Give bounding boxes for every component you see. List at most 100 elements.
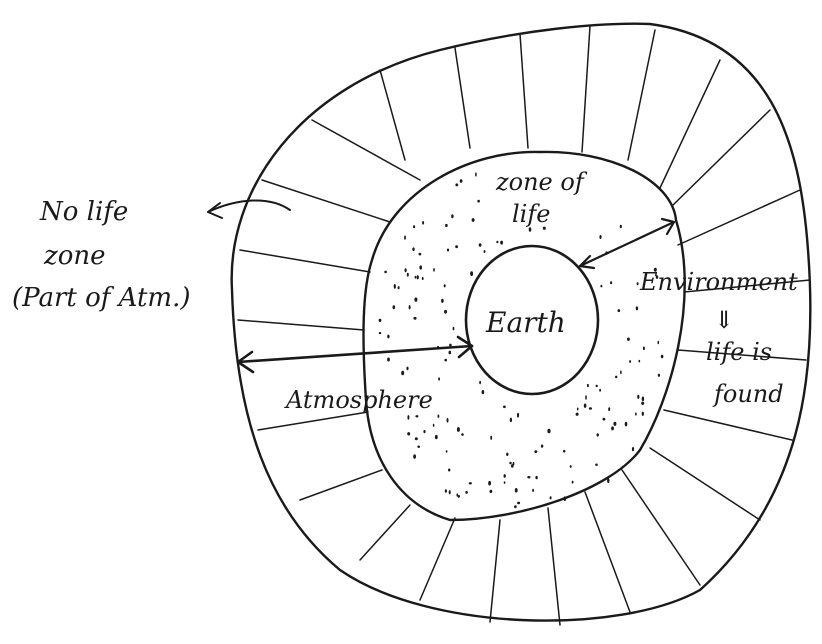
stipple-dot bbox=[422, 221, 424, 225]
stipple-dot bbox=[595, 464, 598, 466]
hatch-line bbox=[672, 110, 770, 206]
hatch-line bbox=[650, 448, 760, 520]
hatch-line bbox=[678, 190, 800, 245]
hatch-line bbox=[258, 412, 368, 430]
stipple-dot bbox=[401, 371, 404, 376]
stipple-dot bbox=[398, 286, 400, 289]
stipple-dot bbox=[479, 381, 481, 384]
stipple-dot bbox=[422, 277, 424, 280]
no-life-label-line2: zone bbox=[43, 241, 105, 271]
stipple-dot bbox=[627, 338, 630, 341]
stipple-dot bbox=[490, 436, 492, 440]
stipple-dot bbox=[608, 407, 610, 411]
stipple-dot bbox=[504, 481, 506, 484]
hatch-line bbox=[420, 518, 455, 600]
stipple-dot bbox=[563, 450, 565, 453]
stipple-dot bbox=[547, 429, 550, 434]
stipple-dot bbox=[504, 474, 506, 478]
stipple-dot bbox=[570, 465, 572, 468]
no-life-label-line3: (Part of Atm.) bbox=[12, 283, 190, 313]
stipple-dot bbox=[599, 235, 601, 239]
stipple-dot bbox=[642, 412, 644, 416]
stipple-dot bbox=[451, 214, 453, 218]
zone-of-life-label-line2: life bbox=[512, 200, 550, 228]
stipple-dot bbox=[433, 424, 435, 427]
stipple-dot bbox=[527, 476, 530, 478]
stipple-dot bbox=[572, 481, 574, 484]
stipple-dot bbox=[407, 432, 410, 435]
stipple-dot bbox=[469, 482, 472, 484]
stipple-dot bbox=[603, 418, 606, 421]
stipple-dot bbox=[490, 490, 493, 493]
stipple-dot bbox=[643, 347, 645, 351]
stipple-dot bbox=[449, 490, 451, 494]
stipple-dot bbox=[455, 183, 458, 186]
stipple-dot bbox=[534, 450, 537, 453]
stipple-dot bbox=[384, 271, 387, 274]
stipple-dot bbox=[636, 306, 638, 310]
stipple-dot bbox=[637, 282, 639, 285]
stipple-dot bbox=[444, 359, 447, 362]
stipple-dot bbox=[620, 225, 622, 228]
stipple-dot bbox=[419, 265, 422, 269]
hatch-line bbox=[582, 26, 590, 152]
earth-label: Earth bbox=[485, 306, 566, 339]
stipple-dot bbox=[435, 435, 438, 439]
stipple-dot bbox=[446, 450, 448, 452]
stipple-dot bbox=[510, 418, 512, 423]
stipple-dot bbox=[477, 200, 480, 203]
stipple-dot bbox=[585, 395, 587, 400]
stipple-dot bbox=[406, 367, 408, 371]
no-life-label-line1: No life bbox=[39, 197, 128, 227]
stipple-dot bbox=[448, 469, 450, 472]
stipple-dot bbox=[413, 454, 416, 458]
hatch-line bbox=[312, 120, 420, 180]
stipple-dot bbox=[629, 360, 631, 363]
stipple-dot bbox=[447, 418, 449, 423]
stipple-dot bbox=[599, 389, 601, 392]
stipple-dot bbox=[607, 478, 609, 483]
stipple-dot bbox=[415, 437, 418, 440]
stipple-dot bbox=[423, 430, 425, 433]
hatch-line bbox=[664, 410, 792, 440]
stipple-dot bbox=[658, 341, 660, 344]
stipple-dot bbox=[379, 319, 382, 322]
stipple-dot bbox=[535, 476, 537, 479]
stipple-dot bbox=[379, 332, 381, 334]
stipple-dot bbox=[407, 415, 409, 420]
stipple-dot bbox=[458, 495, 460, 498]
hatch-line bbox=[238, 320, 364, 330]
hatch-line bbox=[548, 508, 560, 625]
stipple-dot bbox=[564, 496, 567, 501]
stipple-dot bbox=[509, 462, 511, 465]
stipple-dot bbox=[419, 253, 422, 256]
stipple-dot bbox=[444, 284, 446, 287]
stipple-dot bbox=[661, 355, 664, 358]
stipple-dot bbox=[517, 413, 519, 418]
stipple-dot bbox=[453, 327, 455, 331]
hatch-line bbox=[520, 34, 528, 148]
stipple-dot bbox=[444, 310, 447, 314]
hatch-line bbox=[300, 470, 382, 500]
stipple-dot bbox=[596, 385, 598, 387]
stipple-dot bbox=[506, 453, 508, 456]
stipple-dot bbox=[412, 247, 414, 251]
down-arrow-glyph: ⇓ bbox=[714, 306, 734, 334]
stipple-dot bbox=[387, 358, 390, 362]
stipple-dot bbox=[488, 481, 491, 486]
stipple-dot bbox=[532, 489, 534, 492]
stipple-dot bbox=[413, 317, 416, 320]
stipple-dot bbox=[550, 496, 552, 499]
stipple-dot bbox=[484, 250, 486, 253]
stipple-dot bbox=[642, 397, 644, 402]
stipple-dot bbox=[433, 268, 435, 272]
stipple-dot bbox=[449, 351, 452, 355]
stipple-dot bbox=[445, 489, 447, 492]
stipple-dot bbox=[405, 268, 407, 272]
life-is-found-label-line1: life is bbox=[706, 338, 772, 366]
environment-arrow bbox=[580, 219, 674, 268]
stipple-dot bbox=[610, 281, 612, 284]
stipple-dot bbox=[413, 225, 415, 228]
